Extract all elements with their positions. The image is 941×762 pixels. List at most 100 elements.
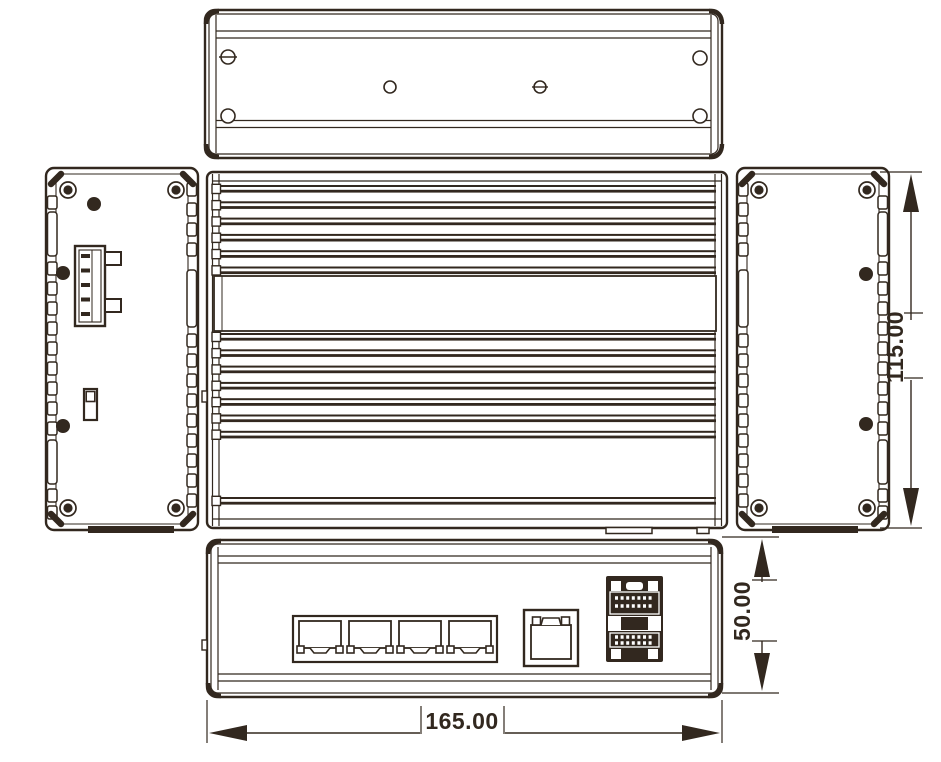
edge-slot — [877, 439, 889, 485]
sfp-slot-2 — [609, 632, 660, 648]
edge-tab — [737, 353, 749, 368]
corner-bevel — [47, 170, 65, 188]
latch-notch — [560, 616, 571, 626]
cage-hole — [648, 581, 658, 591]
rj45-port-4 — [446, 620, 494, 654]
heatsink-top-view — [201, 170, 729, 535]
heatsink-fin — [211, 347, 717, 359]
corner-bevel — [179, 510, 197, 528]
corner-screw — [167, 499, 185, 517]
edge-tab — [46, 195, 58, 210]
edge-slot — [46, 439, 58, 485]
corner-screw — [167, 181, 185, 199]
edge-slot — [186, 269, 198, 328]
right-view-inner-outline — [746, 173, 880, 525]
corner-bevel — [738, 170, 756, 188]
dimension-depth-label: 50.00 — [729, 581, 755, 641]
heatsink-fin — [211, 232, 717, 244]
edge-tab — [186, 242, 198, 257]
edge-tab — [737, 373, 749, 388]
edge-tab — [737, 453, 749, 468]
edge-tab — [877, 281, 889, 296]
cage-hole — [648, 649, 658, 659]
panel-dot — [859, 267, 873, 281]
dimension-width-label: 165.00 — [425, 708, 498, 734]
side-nub — [201, 390, 208, 403]
edge-tab — [186, 333, 198, 348]
arrowhead-down — [903, 488, 919, 526]
top-view-outline — [203, 8, 724, 160]
heatsink-fin — [211, 248, 717, 260]
side-nub — [201, 639, 208, 651]
rj45-port-2 — [346, 620, 394, 654]
latch-tab — [540, 617, 562, 626]
sfp-dual-cage — [606, 576, 663, 662]
din-rail-clip — [772, 526, 858, 533]
corner-bevel — [870, 510, 888, 528]
rj45-quad-port-block — [291, 614, 499, 664]
edge-tab — [46, 341, 58, 356]
heatsink-fin — [211, 331, 717, 343]
edge-tab — [186, 433, 198, 448]
edge-tab — [46, 361, 58, 376]
right-view-outline — [735, 166, 891, 532]
edge-tab — [737, 333, 749, 348]
heatsink-fin — [211, 495, 717, 507]
panel-dot — [56, 266, 70, 280]
dimension-width: 165.00 — [206, 700, 723, 743]
panel-dot — [859, 417, 873, 431]
edge-tab — [877, 195, 889, 210]
left-view-outline — [44, 166, 200, 532]
bottom-tab — [696, 526, 710, 535]
bottom-tab — [605, 526, 653, 535]
corner-arc — [707, 682, 724, 699]
edge-tab — [46, 381, 58, 396]
edge-tab — [186, 413, 198, 428]
dimension-depth: 50.00 — [722, 536, 779, 694]
edge-tab — [46, 401, 58, 416]
panel-dot — [87, 197, 101, 211]
terminal-pin — [81, 297, 90, 302]
corner-arc — [203, 143, 220, 160]
heatsink-fin — [211, 199, 717, 211]
left-side-view — [44, 166, 200, 533]
edge-tab — [46, 421, 58, 436]
din-rail-clip — [88, 526, 174, 533]
edge-tab — [46, 281, 58, 296]
heatsink-fin — [211, 429, 717, 440]
mounting-hole — [220, 108, 236, 124]
arrowhead-right — [682, 725, 720, 741]
latch-notch — [531, 616, 542, 626]
mounting-hole — [692, 108, 708, 124]
rj45-port-3 — [396, 620, 444, 654]
corner-arc — [708, 8, 725, 25]
edge-tab — [877, 261, 889, 276]
cage-hole — [611, 581, 621, 591]
reset-switch — [82, 387, 99, 422]
terminal-pin — [81, 283, 90, 287]
mounting-hole — [383, 80, 397, 94]
rj45-port-1 — [296, 620, 344, 654]
switch-actuator — [85, 390, 96, 403]
front-view — [201, 538, 724, 699]
edge-tab — [186, 222, 198, 237]
heatsink-fin — [211, 183, 717, 195]
dimension-height: 115.00 — [880, 171, 923, 529]
edge-tab — [186, 493, 198, 508]
edge-slot — [877, 211, 889, 257]
heatsink-fin — [211, 265, 717, 276]
arrowhead-up — [754, 539, 770, 577]
edge-tab — [186, 393, 198, 408]
arrowhead-up — [903, 174, 919, 212]
edge-tab — [186, 202, 198, 217]
right-side-view — [735, 166, 891, 533]
edge-tab — [46, 321, 58, 336]
left-view-inner-outline — [55, 173, 189, 525]
edge-tab — [46, 261, 58, 276]
sfp-slot-1 — [609, 591, 660, 615]
corner-screw — [750, 499, 768, 517]
edge-tab — [46, 301, 58, 316]
terminal-pin — [81, 254, 90, 258]
